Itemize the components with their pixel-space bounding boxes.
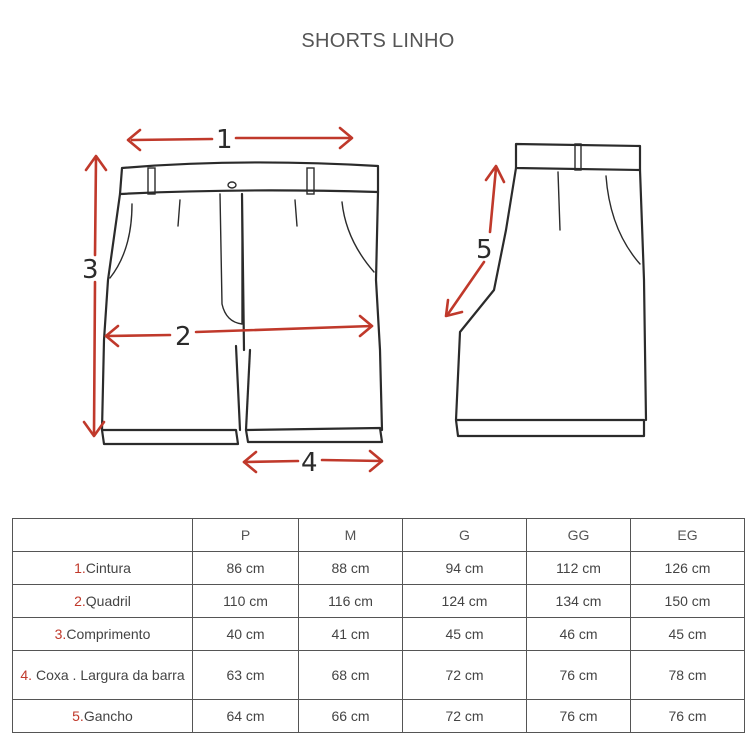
row-number: 2. [74, 593, 86, 609]
shorts-sketch: 1 2 3 4 5 [82, 125, 648, 478]
row-label-text: Gancho [83, 708, 133, 724]
table-cell: 76 cm [526, 650, 631, 700]
side-view [454, 142, 648, 438]
measure-2: 2 [104, 314, 374, 352]
row-label: 1.Cintura [12, 551, 193, 585]
table-cell: 68 cm [298, 650, 403, 700]
measure-label-3: 3 [82, 255, 99, 285]
table-cell: 150 cm [630, 584, 745, 618]
table-cell: 112 cm [526, 551, 631, 585]
row-number: 4. [20, 667, 33, 683]
table-cell: 45 cm [630, 617, 745, 651]
table-cell: 72 cm [402, 650, 527, 700]
row-label-text: Cintura [85, 560, 131, 576]
table-cell: 86 cm [192, 551, 299, 585]
table-cell: 40 cm [192, 617, 299, 651]
size-table: P M G GG EG 1.Cintura 86 cm 88 cm 94 cm … [12, 518, 745, 733]
table-row: 2.Quadril 110 cm 116 cm 124 cm 134 cm 15… [12, 584, 745, 618]
table-cell: 64 cm [192, 699, 299, 733]
table-row: 4. Coxa . Largura da barra 63 cm 68 cm 7… [12, 650, 745, 700]
table-cell: 41 cm [298, 617, 403, 651]
row-label: 2.Quadril [12, 584, 193, 618]
measure-1: 1 [126, 125, 354, 155]
measure-4: 4 [242, 448, 384, 478]
row-label-text: Coxa . Largura da barra [32, 667, 185, 683]
table-row: 3.Comprimento 40 cm 41 cm 45 cm 46 cm 45… [12, 617, 745, 651]
table-header-row: P M G GG EG [12, 518, 745, 552]
table-cell: 126 cm [630, 551, 745, 585]
header-size-p: P [192, 518, 299, 552]
measure-label-5: 5 [476, 235, 493, 265]
table-cell: 66 cm [298, 699, 403, 733]
table-cell: 76 cm [630, 699, 745, 733]
row-label: 4. Coxa . Largura da barra [12, 650, 193, 700]
table-cell: 116 cm [298, 584, 403, 618]
row-number: 1. [74, 560, 86, 576]
measure-3: 3 [82, 154, 108, 438]
measure-label-4: 4 [301, 448, 318, 478]
table-cell: 88 cm [298, 551, 403, 585]
table-cell: 134 cm [526, 584, 631, 618]
front-view [100, 161, 384, 446]
table-cell: 76 cm [526, 699, 631, 733]
header-size-m: M [298, 518, 403, 552]
table-cell: 78 cm [630, 650, 745, 700]
row-label: 3.Comprimento [12, 617, 193, 651]
table-cell: 124 cm [402, 584, 527, 618]
table-cell: 63 cm [192, 650, 299, 700]
page-title: SHORTS LINHO [301, 30, 455, 52]
header-cell [12, 518, 193, 552]
table-cell: 72 cm [402, 699, 527, 733]
row-label-text: Comprimento [66, 626, 151, 642]
row-number: 3. [54, 626, 67, 642]
table-cell: 46 cm [526, 617, 631, 651]
table-cell: 45 cm [402, 617, 527, 651]
row-number: 5. [72, 708, 84, 724]
header-size-g: G [402, 518, 527, 552]
table-cell: 94 cm [402, 551, 527, 585]
row-label: 5.Gancho [12, 699, 193, 733]
header-size-gg: GG [526, 518, 631, 552]
table-row: 5.Gancho 64 cm 66 cm 72 cm 76 cm 76 cm [12, 699, 745, 733]
header-size-eg: EG [630, 518, 745, 552]
measure-5: 5 [444, 164, 506, 318]
measure-label-2: 2 [175, 322, 192, 352]
table-cell: 110 cm [192, 584, 299, 618]
row-label-text: Quadril [85, 593, 131, 609]
measure-label-1: 1 [216, 125, 233, 155]
table-row: 1.Cintura 86 cm 88 cm 94 cm 112 cm 126 c… [12, 551, 745, 585]
